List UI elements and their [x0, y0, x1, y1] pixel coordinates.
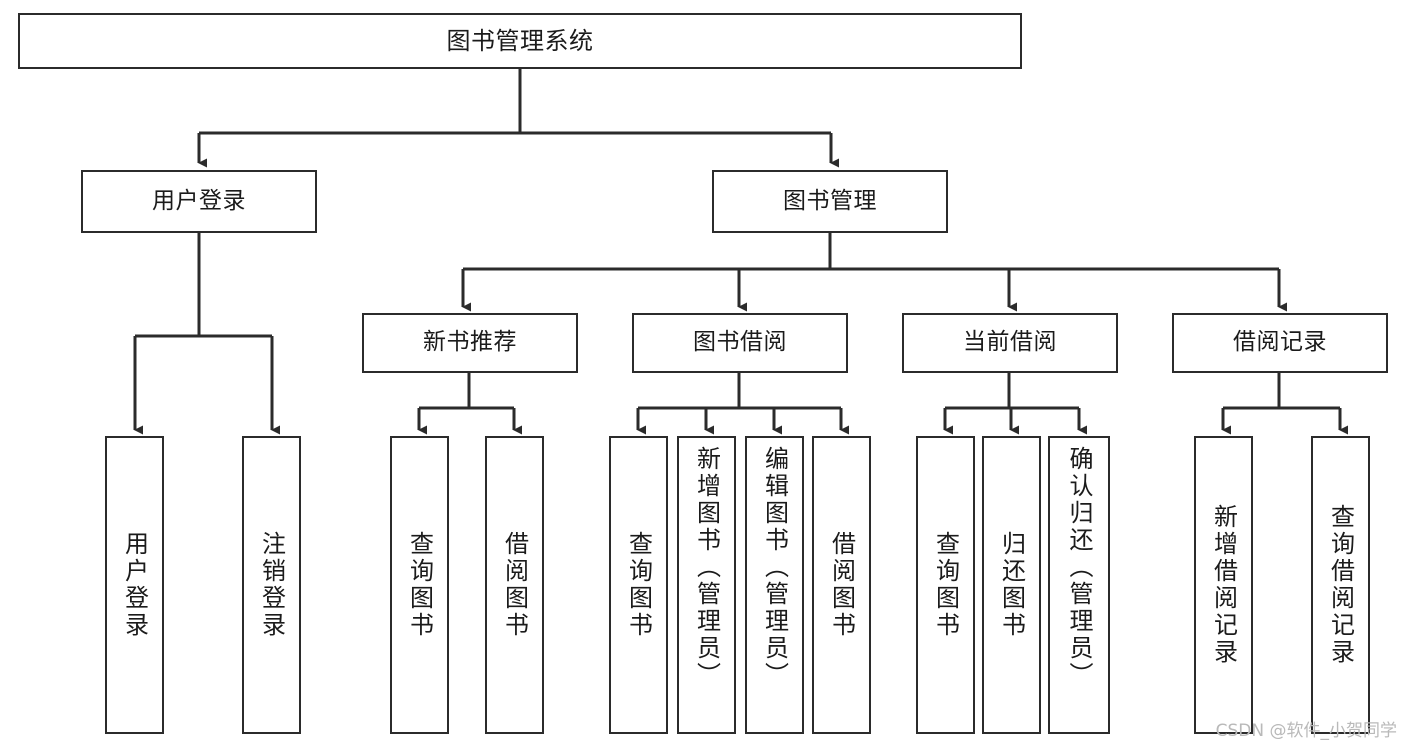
node-label: 归还图书	[997, 531, 1026, 639]
node-label: 新增借阅记录	[1209, 504, 1238, 666]
node-label: 图书管理系统	[446, 26, 594, 55]
leaf-current-borrow-return-book[interactable]: 归还图书	[982, 436, 1041, 734]
node-label: 借阅图书	[827, 531, 856, 639]
node-label: 借阅记录	[1233, 329, 1327, 356]
leaf-book-borrow-query-book[interactable]: 查询图书	[609, 436, 668, 734]
node-label: 查询图书	[624, 531, 653, 639]
node-book-borrow[interactable]: 图书借阅	[632, 313, 848, 373]
node-label: 确认归还（管理员）	[1065, 446, 1093, 689]
node-user-login[interactable]: 用户登录	[81, 170, 317, 233]
node-root-book-management-system[interactable]: 图书管理系统	[18, 13, 1022, 69]
node-book-management[interactable]: 图书管理	[712, 170, 948, 233]
node-label: 用户登录	[152, 187, 246, 214]
leaf-current-borrow-query-book[interactable]: 查询图书	[916, 436, 975, 734]
node-label: 用户登录	[120, 531, 149, 639]
node-label: 图书借阅	[693, 329, 787, 356]
node-label: 新增图书（管理员）	[692, 446, 721, 689]
watermark-text: CSDN @软件_小贺同学	[1215, 721, 1397, 741]
leaf-book-borrow-add-book-admin[interactable]: 新增图书（管理员）	[677, 436, 736, 734]
node-new-book-recommend[interactable]: 新书推荐	[362, 313, 578, 373]
leaf-user-login-login[interactable]: 用户登录	[105, 436, 164, 734]
node-label: 查询图书	[405, 531, 434, 639]
leaf-book-borrow-edit-book-admin[interactable]: 编辑图书（管理员）	[745, 436, 804, 734]
node-label: 查询图书	[931, 531, 960, 639]
leaf-new-book-query-book[interactable]: 查询图书	[390, 436, 449, 734]
node-label: 图书管理	[783, 187, 877, 214]
leaf-book-borrow-borrow-book[interactable]: 借阅图书	[812, 436, 871, 734]
leaf-new-book-borrow-book[interactable]: 借阅图书	[485, 436, 544, 734]
node-label: 查询借阅记录	[1326, 504, 1355, 666]
leaf-user-login-logout[interactable]: 注销登录	[242, 436, 301, 734]
leaf-borrow-record-query-record[interactable]: 查询借阅记录	[1311, 436, 1370, 734]
node-label: 当前借阅	[963, 329, 1057, 356]
node-label: 注销登录	[257, 531, 286, 639]
leaf-current-borrow-confirm-return-admin[interactable]: 确认归还（管理员）	[1048, 436, 1110, 734]
node-label: 编辑图书（管理员）	[760, 446, 789, 689]
node-label: 新书推荐	[423, 329, 517, 356]
leaf-borrow-record-add-record[interactable]: 新增借阅记录	[1194, 436, 1253, 734]
node-label: 借阅图书	[500, 531, 529, 639]
node-current-borrow[interactable]: 当前借阅	[902, 313, 1118, 373]
node-borrow-record[interactable]: 借阅记录	[1172, 313, 1388, 373]
